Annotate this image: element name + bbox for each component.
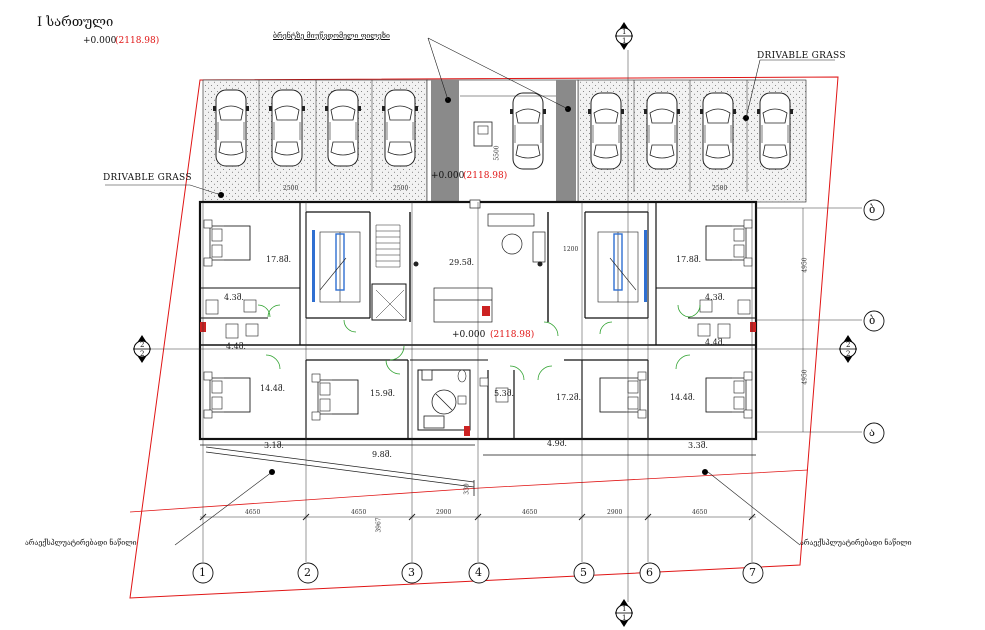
grid-axis-label: ბ <box>869 314 876 327</box>
section-sheet: 1 <box>622 614 627 622</box>
grid-axis-label: 7 <box>749 566 756 579</box>
door-swing-icon <box>257 304 701 381</box>
title-elevation: +0.000 <box>83 36 117 46</box>
bed-icon <box>203 219 251 267</box>
dim-parking: 2500 <box>393 185 409 192</box>
car-icon <box>381 89 419 167</box>
dim-parking: 5500 <box>493 145 501 161</box>
label-ev-parking: ბრენტზე მიუწვდომელი ფილეზი <box>273 32 390 40</box>
car-icon <box>643 92 681 170</box>
grid-axis-label: 1 <box>199 566 206 579</box>
north-section-icon <box>132 334 152 364</box>
dim-bottom: 4650 <box>522 509 538 516</box>
car-icon <box>212 89 250 167</box>
ev-charger-icon <box>473 121 493 147</box>
grid-axis-label: ბ <box>869 203 876 216</box>
section-sheet: 1 <box>622 37 627 45</box>
ev-bay-right <box>556 80 576 202</box>
toilet-icon <box>205 299 751 405</box>
room-area: 17.8მ. <box>676 255 702 264</box>
label-non-exploited-left: არაექსპლუატირებადი ნაწილი <box>25 539 137 547</box>
bed-icon <box>311 373 359 421</box>
room-area: 14.4მ. <box>670 393 696 402</box>
dim-bottom: 4650 <box>351 509 367 516</box>
bed-icon <box>203 371 251 419</box>
room-area: 4.4მ. <box>705 338 725 347</box>
sofa-icon <box>433 199 546 323</box>
room-area: 15.9მ. <box>370 389 396 398</box>
room-area: 4.3მ. <box>224 293 244 302</box>
dim-right: 4950 <box>801 257 809 273</box>
car-icon <box>268 89 306 167</box>
grid-axis-label: 4 <box>475 566 482 579</box>
leader-lines <box>105 37 835 546</box>
room-area: 4.3მ. <box>705 293 725 302</box>
grid-axis-label: 3 <box>408 566 415 579</box>
floor-elevation-abs: (2118.98) <box>490 330 535 340</box>
stair-icon <box>597 230 647 303</box>
section-number: 2 <box>140 341 145 349</box>
dim-parking: 2500 <box>283 185 299 192</box>
dim-bottom: 2900 <box>436 509 452 516</box>
label-drivable-grass-right: DRIVABLE GRASS <box>757 51 846 61</box>
grid-axis-label: 5 <box>580 566 587 579</box>
room-area: 4.9მ. <box>547 439 567 448</box>
room-area: 3.1მ. <box>264 441 284 450</box>
car-icon <box>509 92 547 170</box>
section-number: 1 <box>622 28 627 36</box>
room-area: 5.3მ. <box>494 389 514 398</box>
title-elevation-abs: (2118.98) <box>115 36 160 46</box>
parking-area <box>202 79 807 203</box>
room-area: 3.3მ. <box>688 441 708 450</box>
bed-icon <box>705 219 753 267</box>
north-section-icon <box>614 598 634 628</box>
bed-icon <box>705 371 753 419</box>
dim-ramp: 330 <box>463 483 471 495</box>
ev-bay-left <box>431 80 459 202</box>
north-section-icon <box>614 21 634 51</box>
stair-icon <box>375 224 405 319</box>
north-section-icon <box>838 334 858 364</box>
dim-right: 4950 <box>801 369 809 385</box>
car-icon <box>587 92 625 170</box>
car-icon <box>324 89 362 167</box>
dimension-ticks <box>199 513 756 521</box>
dim-ramp: 3967 <box>375 517 383 533</box>
section-sheet: 2 <box>140 350 145 358</box>
dim-bottom: 4650 <box>692 509 708 516</box>
room-area: 17.2მ. <box>556 393 582 402</box>
label-drivable-grass-left: DRIVABLE GRASS <box>103 173 192 183</box>
grid-axis-label: 2 <box>304 566 311 579</box>
site-boundary <box>129 76 839 599</box>
dim-stair-width: 1200 <box>563 246 579 253</box>
ramp <box>205 446 475 496</box>
dim-parking: 2500 <box>712 185 728 192</box>
room-area: 17.8მ. <box>266 255 292 264</box>
room-area: 29.5მ. <box>449 258 475 267</box>
floor-title: I სართული <box>37 15 114 30</box>
bed-icon <box>599 371 647 419</box>
parking-elevation: +0.000 <box>431 171 465 181</box>
room-area: 4.4მ. <box>226 342 246 351</box>
stair-icon <box>312 230 361 303</box>
dim-bottom: 4650 <box>245 509 261 516</box>
room-area: 14.4მ. <box>260 384 286 393</box>
section-number: 1 <box>622 605 627 613</box>
room-area: 9.8მ. <box>372 450 392 459</box>
section-sheet: 2 <box>846 350 851 358</box>
grid-axis-label: 6 <box>646 566 653 579</box>
grid-axis-label: ა <box>869 426 875 439</box>
parking-elevation-abs: (2118.98) <box>463 171 508 181</box>
grid-lines <box>140 50 862 602</box>
grid-axis-markers <box>192 199 885 584</box>
non-exploited-line <box>129 469 809 513</box>
car-icon <box>699 92 737 170</box>
car-icon <box>756 92 794 170</box>
label-non-exploited-right: არაექსპლუატირებადი ნაწილი <box>800 539 912 547</box>
section-number: 2 <box>846 341 851 349</box>
wheelchair-icon <box>421 369 457 429</box>
dim-bottom: 2900 <box>607 509 623 516</box>
floor-elevation: +0.000 <box>452 330 486 340</box>
